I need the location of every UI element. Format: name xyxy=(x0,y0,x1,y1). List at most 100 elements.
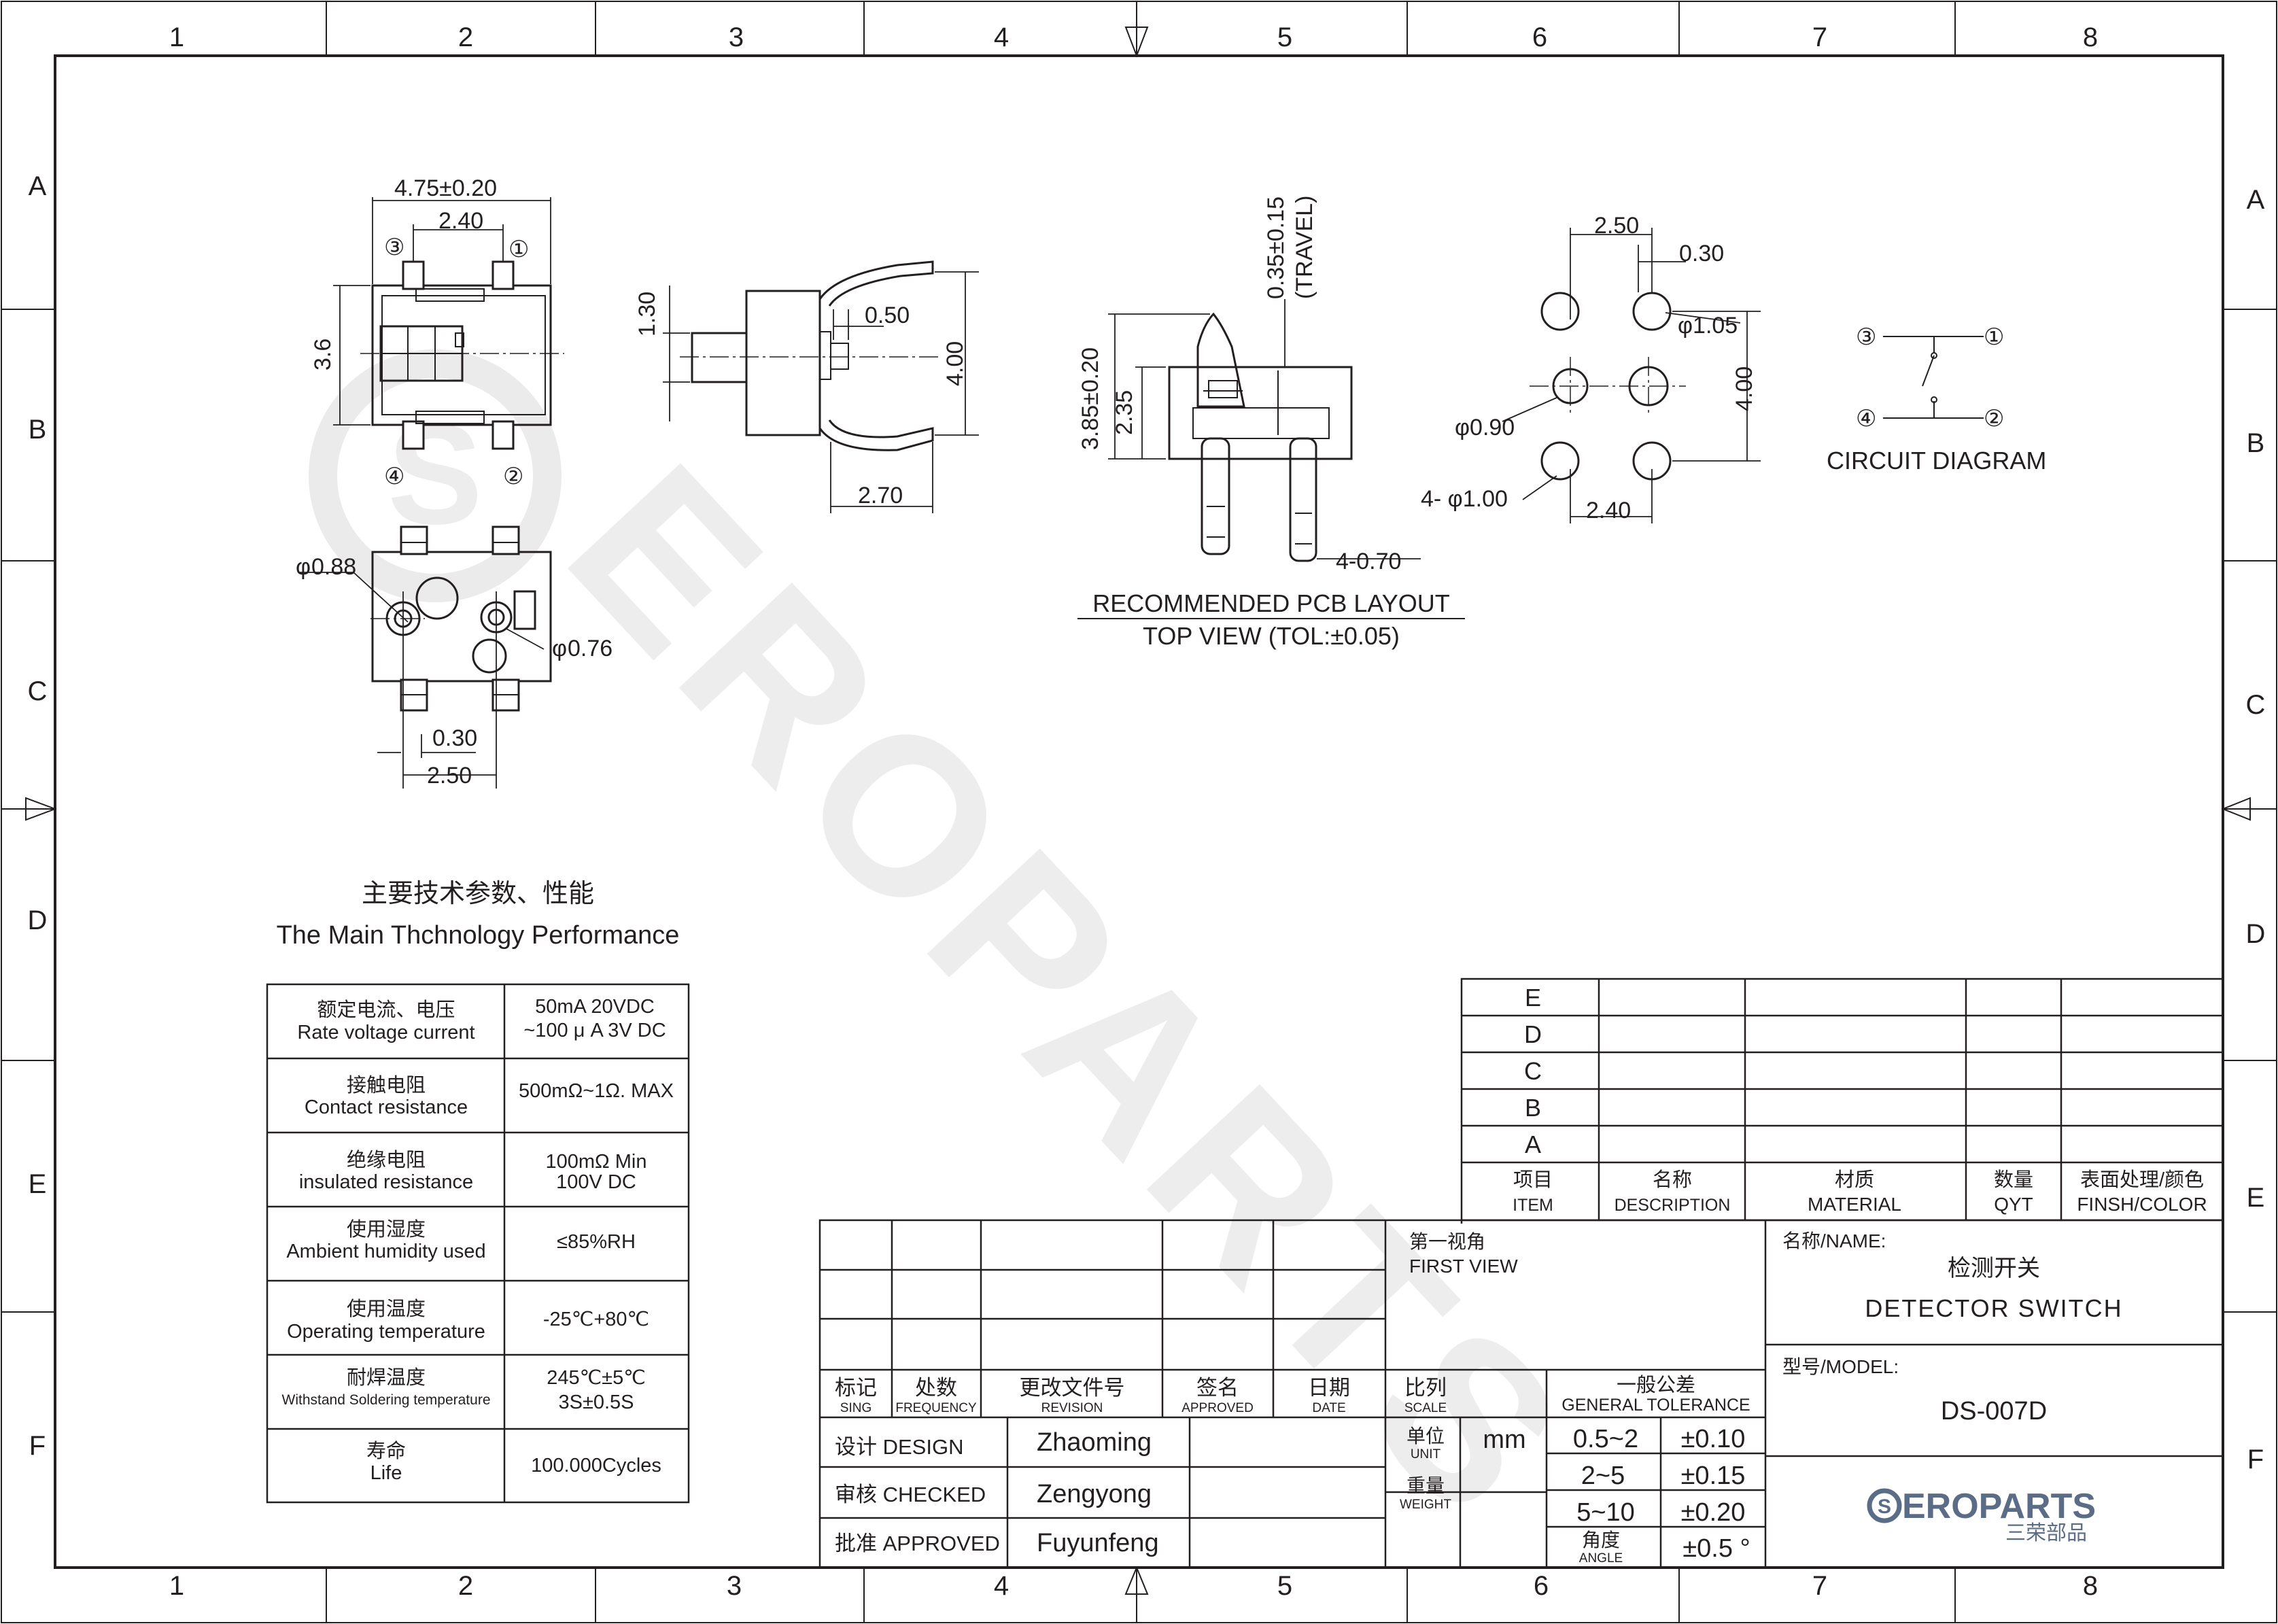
spec-row-label-en: Operating temperature xyxy=(287,1321,485,1343)
unit-label-cn: 单位 xyxy=(1407,1426,1445,1447)
signoff-role: 批准 APPROVED xyxy=(835,1532,1000,1555)
tolerance-value: ±0.15 xyxy=(1681,1462,1746,1490)
row-label-left: C xyxy=(28,676,48,706)
angle-tolerance: ±0.5 ° xyxy=(1682,1534,1750,1563)
spec-row-label-en: Life xyxy=(370,1462,402,1484)
spec-section: 主要技术参数、性能 The Main Thchnology Performanc… xyxy=(266,880,690,1504)
row-label-right: F xyxy=(2247,1445,2264,1474)
spec-row-label-en: Rate voltage current xyxy=(297,1022,474,1043)
parts-header-cn: 数量 xyxy=(1994,1169,2033,1191)
tolerance-value: ±0.10 xyxy=(1681,1425,1746,1453)
signoff-name: Fuyunfeng xyxy=(1037,1529,1159,1557)
dim-label: 4.00 xyxy=(1731,366,1757,411)
spec-row-value: ≤85%RH xyxy=(557,1231,636,1253)
circuit-diagram: ③ ① ④ ② CIRCUIT DIAGRAM xyxy=(1827,324,2046,474)
tolerance-range: 0.5~2 xyxy=(1573,1425,1638,1453)
dim-label: 1.30 xyxy=(634,292,660,336)
unit-label-en: UNIT xyxy=(1411,1447,1441,1462)
parts-header-cn: 项目 xyxy=(1513,1169,1553,1191)
top-view-drawing: 4.75±0.20 2.40 3.6 ③ ① ④ ② xyxy=(310,175,564,489)
signoff-name: Zhaoming xyxy=(1037,1428,1152,1457)
spec-title-en: The Main Thchnology Performance xyxy=(277,921,680,950)
dim-phi-label: φ xyxy=(552,636,567,661)
tolerance-range: 2~5 xyxy=(1581,1462,1625,1490)
dim-label: 2.70 xyxy=(858,483,903,508)
col-label-top: 4 xyxy=(994,22,1009,52)
signoff-role: 设计 DESIGN xyxy=(835,1435,963,1459)
parts-row-label: A xyxy=(1525,1130,1541,1158)
spec-row-value: 245℃±5℃ xyxy=(547,1367,646,1389)
angle-label-en: ANGLE xyxy=(1579,1551,1623,1566)
parts-header-en: FINSH/COLOR xyxy=(2077,1194,2207,1215)
dim-label: 4-0.70 xyxy=(1336,549,1401,574)
pcb-layout-subtitle: TOP VIEW (TOL:±0.05) xyxy=(1143,622,1400,650)
col-label-bottom: 8 xyxy=(2083,1571,2098,1601)
signoff-role: 审核 CHECKED xyxy=(835,1483,986,1506)
parts-header-cn: 名称 xyxy=(1653,1169,1692,1191)
unit-value: mm xyxy=(1483,1426,1525,1454)
row-label-right: C xyxy=(2246,690,2266,720)
row-label-right: E xyxy=(2247,1183,2265,1213)
dim-label: 2.40 xyxy=(1586,498,1631,523)
circuit-pin-label: ① xyxy=(1984,324,2004,350)
spec-row-label-cn: 接触电阻 xyxy=(347,1074,426,1096)
parts-header-en: DESCRIPTION xyxy=(1615,1196,1731,1215)
tolerance-title-cn: 一般公差 xyxy=(1617,1374,1695,1396)
parts-row-label: D xyxy=(1524,1020,1542,1048)
side-view-drawing: 1.30 0.50 4.00 2.70 xyxy=(634,260,979,513)
name-label: 名称/NAME: xyxy=(1782,1230,1886,1251)
revision-header-en: DATE xyxy=(1312,1401,1345,1415)
col-label-top: 2 xyxy=(458,22,473,52)
first-view-en: FIRST VIEW xyxy=(1409,1256,1518,1277)
dim-label: 0.35±0.15 xyxy=(1263,196,1289,299)
spec-row-label-en: Ambient humidity used xyxy=(286,1241,485,1262)
col-label-top: 6 xyxy=(1532,22,1547,52)
tolerance-title-en: GENERAL TOLERANCE xyxy=(1561,1396,1750,1415)
tolerance-value: ±0.20 xyxy=(1681,1498,1746,1527)
row-label-right: D xyxy=(2246,919,2266,949)
product-name-cn: 检测开关 xyxy=(1948,1256,2040,1281)
dim-label: 4.00 xyxy=(942,341,968,386)
svg-text:三荣部品: 三荣部品 xyxy=(2005,1522,2087,1544)
spec-row-value: 100V DC xyxy=(556,1171,636,1193)
dim-label: 2.40 xyxy=(438,208,483,234)
tolerance-range: 5~10 xyxy=(1576,1498,1635,1527)
scale-label-en: SCALE xyxy=(1404,1401,1447,1415)
pin-label: ③ xyxy=(384,235,404,260)
pcb-layout-drawing: 2.50 0.30 φ1.05 φ0.90 4.00 4- φ1.00 2.40 xyxy=(1421,213,1761,523)
col-label-top: 5 xyxy=(1277,22,1292,52)
circuit-pin-label: ④ xyxy=(1856,406,1876,432)
pin-label: ① xyxy=(508,237,529,262)
dim-label: (TRAVEL) xyxy=(1292,196,1317,299)
row-label-right: B xyxy=(2247,428,2265,458)
parts-header-en: MATERIAL xyxy=(1808,1194,1901,1215)
spec-row-label-en: Contact resistance xyxy=(305,1096,468,1118)
parts-row-label: C xyxy=(1524,1057,1542,1085)
product-name-en: DETECTOR SWITCH xyxy=(1865,1294,2122,1322)
dim-label: 4.75±0.20 xyxy=(394,175,497,201)
dim-label: 0.76 xyxy=(568,636,612,661)
spec-row-value: 500mΩ~1Ω. MAX xyxy=(519,1080,674,1102)
spec-row-value: 3S±0.5S xyxy=(558,1392,634,1413)
col-label-top: 7 xyxy=(1812,22,1827,52)
pin-label: ② xyxy=(503,464,523,489)
spec-row-label-cn: 寿命 xyxy=(366,1440,406,1462)
spec-row-value: 100mΩ Min xyxy=(545,1151,646,1173)
spec-row-label-en: insulated resistance xyxy=(299,1171,473,1193)
revision-header-cn: 签名 xyxy=(1196,1376,1239,1400)
dim-label: 2.35 xyxy=(1111,390,1137,435)
svg-text:EROPARTS: EROPARTS xyxy=(1902,1487,2096,1526)
col-label-top: 1 xyxy=(169,22,184,52)
weight-label-cn: 重量 xyxy=(1407,1475,1445,1496)
revision-header-cn: 处数 xyxy=(915,1376,957,1400)
pin-label: ④ xyxy=(384,464,404,489)
dim-label: 0.30 xyxy=(1679,241,1724,266)
dim-label: φ1.05 xyxy=(1678,313,1738,339)
row-label-left: B xyxy=(29,415,47,445)
dim-label: 0.50 xyxy=(865,303,910,328)
dim-label: φ0.90 xyxy=(1455,415,1515,440)
parts-header-cn: 材质 xyxy=(1835,1169,1874,1191)
circuit-pin-label: ② xyxy=(1984,406,2004,432)
